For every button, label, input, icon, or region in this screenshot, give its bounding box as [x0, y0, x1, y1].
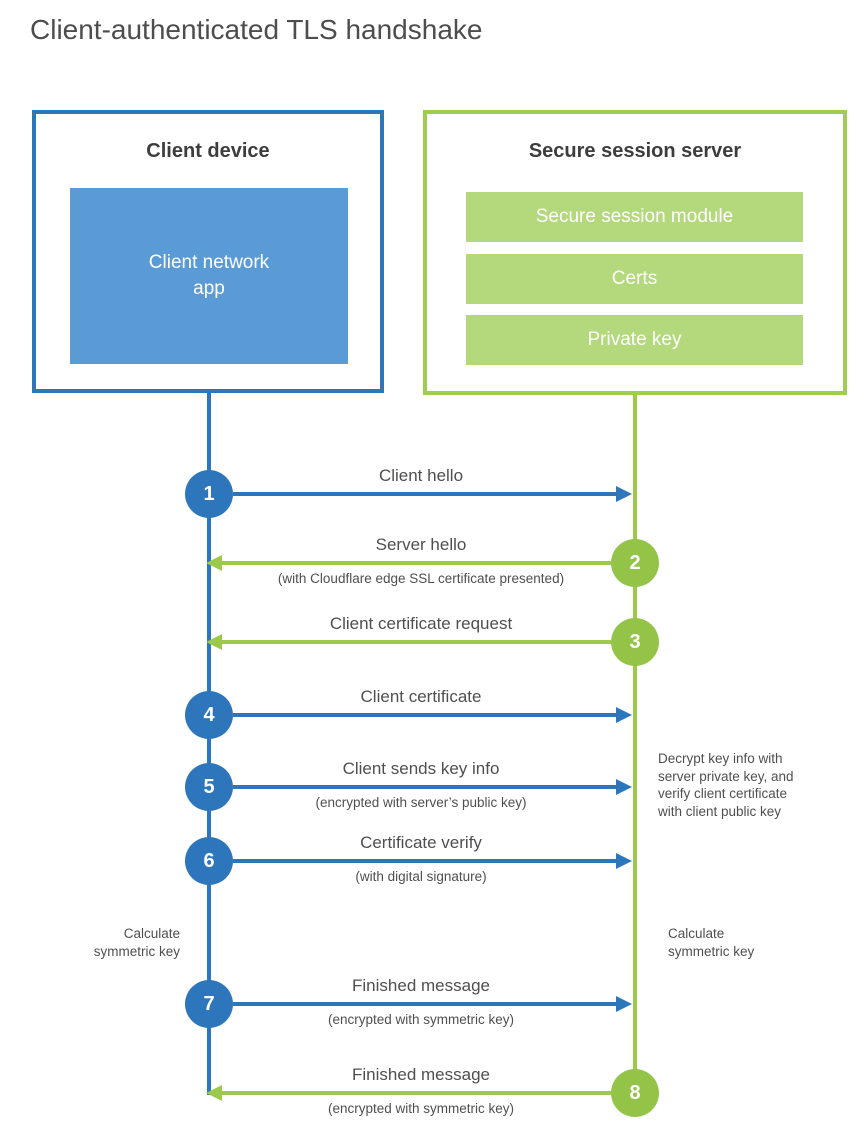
- step-circle-3: 3: [611, 618, 659, 666]
- step-number-6: 6: [203, 849, 215, 872]
- secure-session-server-box: Secure session server Secure session mod…: [423, 110, 847, 395]
- step-circle-1: 1: [185, 470, 233, 518]
- decrypt-note: Decrypt key info with server private key…: [658, 750, 843, 820]
- step-circle-7: 7: [185, 980, 233, 1028]
- message-sub-7: (encrypted with symmetric key): [327, 1012, 515, 1027]
- step-circle-6: 6: [185, 837, 233, 885]
- arrow-line-6: [233, 859, 616, 863]
- module-certs: Certs: [466, 254, 803, 304]
- calc-left-line1: Calculate: [123, 926, 180, 941]
- client-device-box: Client device Client network app: [32, 110, 384, 393]
- step-number-3: 3: [629, 630, 641, 653]
- arrowhead-left-icon: [206, 1085, 222, 1101]
- arrow-line-5: [233, 785, 616, 789]
- message-label-2: Server hello: [375, 535, 467, 554]
- module-secure-session: Secure session module: [466, 192, 803, 242]
- server-lifeline: [633, 395, 637, 1093]
- decrypt-note-line4: with client public key: [658, 803, 782, 819]
- arrowhead-right-icon: [616, 707, 632, 723]
- arrowhead-left-icon: [206, 555, 222, 571]
- step-number-2: 2: [629, 551, 641, 574]
- arrowhead-left-icon: [206, 634, 222, 650]
- message-label-8: Finished message: [352, 1065, 490, 1084]
- arrow-line-1: [233, 492, 616, 496]
- arrowhead-right-icon: [616, 779, 632, 795]
- calc-right-line1: Calculate: [668, 926, 725, 941]
- arrow-line-3: [222, 640, 611, 644]
- page-title: Client-authenticated TLS handshake: [30, 14, 483, 45]
- secure-session-server-title: Secure session server: [528, 140, 742, 162]
- step-number-8: 8: [629, 1081, 641, 1104]
- message-sub-5: (encrypted with server’s public key): [315, 795, 527, 810]
- client-network-app-label: Client network app: [149, 250, 269, 302]
- arrowhead-right-icon: [616, 486, 632, 502]
- arrow-line-2: [222, 561, 611, 565]
- message-label-6: Certificate verify: [360, 833, 482, 852]
- step-number-4: 4: [203, 703, 215, 726]
- arrow-line-8: [222, 1091, 611, 1095]
- step-circle-4: 4: [185, 691, 233, 739]
- decrypt-note-line3: verify client certificate: [658, 786, 788, 801]
- client-network-app-box: Client network app: [70, 188, 348, 364]
- calc-symmetric-key-note-left: Calculate symmetric key: [58, 925, 180, 960]
- arrow-line-7: [233, 1002, 616, 1006]
- message-label-5: Client sends key info: [342, 759, 500, 778]
- arrow-line-4: [233, 713, 616, 717]
- decrypt-note-line1: Decrypt key info with: [658, 751, 783, 766]
- client-network-app-line1: Client network: [148, 252, 270, 273]
- message-label-7: Finished message: [352, 976, 490, 995]
- arrowhead-right-icon: [616, 996, 632, 1012]
- message-sub-6: (with digital signature): [355, 869, 487, 884]
- step-number-7: 7: [203, 992, 215, 1015]
- arrowhead-right-icon: [616, 853, 632, 869]
- module-private-key: Private key: [466, 315, 803, 365]
- client-device-title: Client device: [146, 140, 270, 162]
- message-sub-2: (with Cloudflare edge SSL certificate pr…: [277, 571, 565, 586]
- step-circle-2: 2: [611, 539, 659, 587]
- step-number-5: 5: [203, 775, 215, 798]
- decrypt-note-line2: server private key, and: [658, 768, 794, 784]
- message-label-1: Client hello: [378, 466, 464, 485]
- message-sub-8: (encrypted with symmetric key): [327, 1101, 515, 1116]
- client-network-app-line2: app: [193, 278, 225, 299]
- calc-symmetric-key-note-right: Calculate symmetric key: [668, 925, 798, 960]
- message-label-3: Client certificate request: [329, 614, 513, 633]
- message-label-4: Client certificate: [360, 687, 482, 706]
- calc-right-line2: symmetric key: [668, 943, 755, 959]
- step-number-1: 1: [203, 482, 215, 505]
- client-lifeline: [207, 393, 211, 1095]
- step-circle-8: 8: [611, 1069, 659, 1117]
- step-circle-5: 5: [185, 763, 233, 811]
- calc-left-line2: symmetric key: [93, 943, 180, 959]
